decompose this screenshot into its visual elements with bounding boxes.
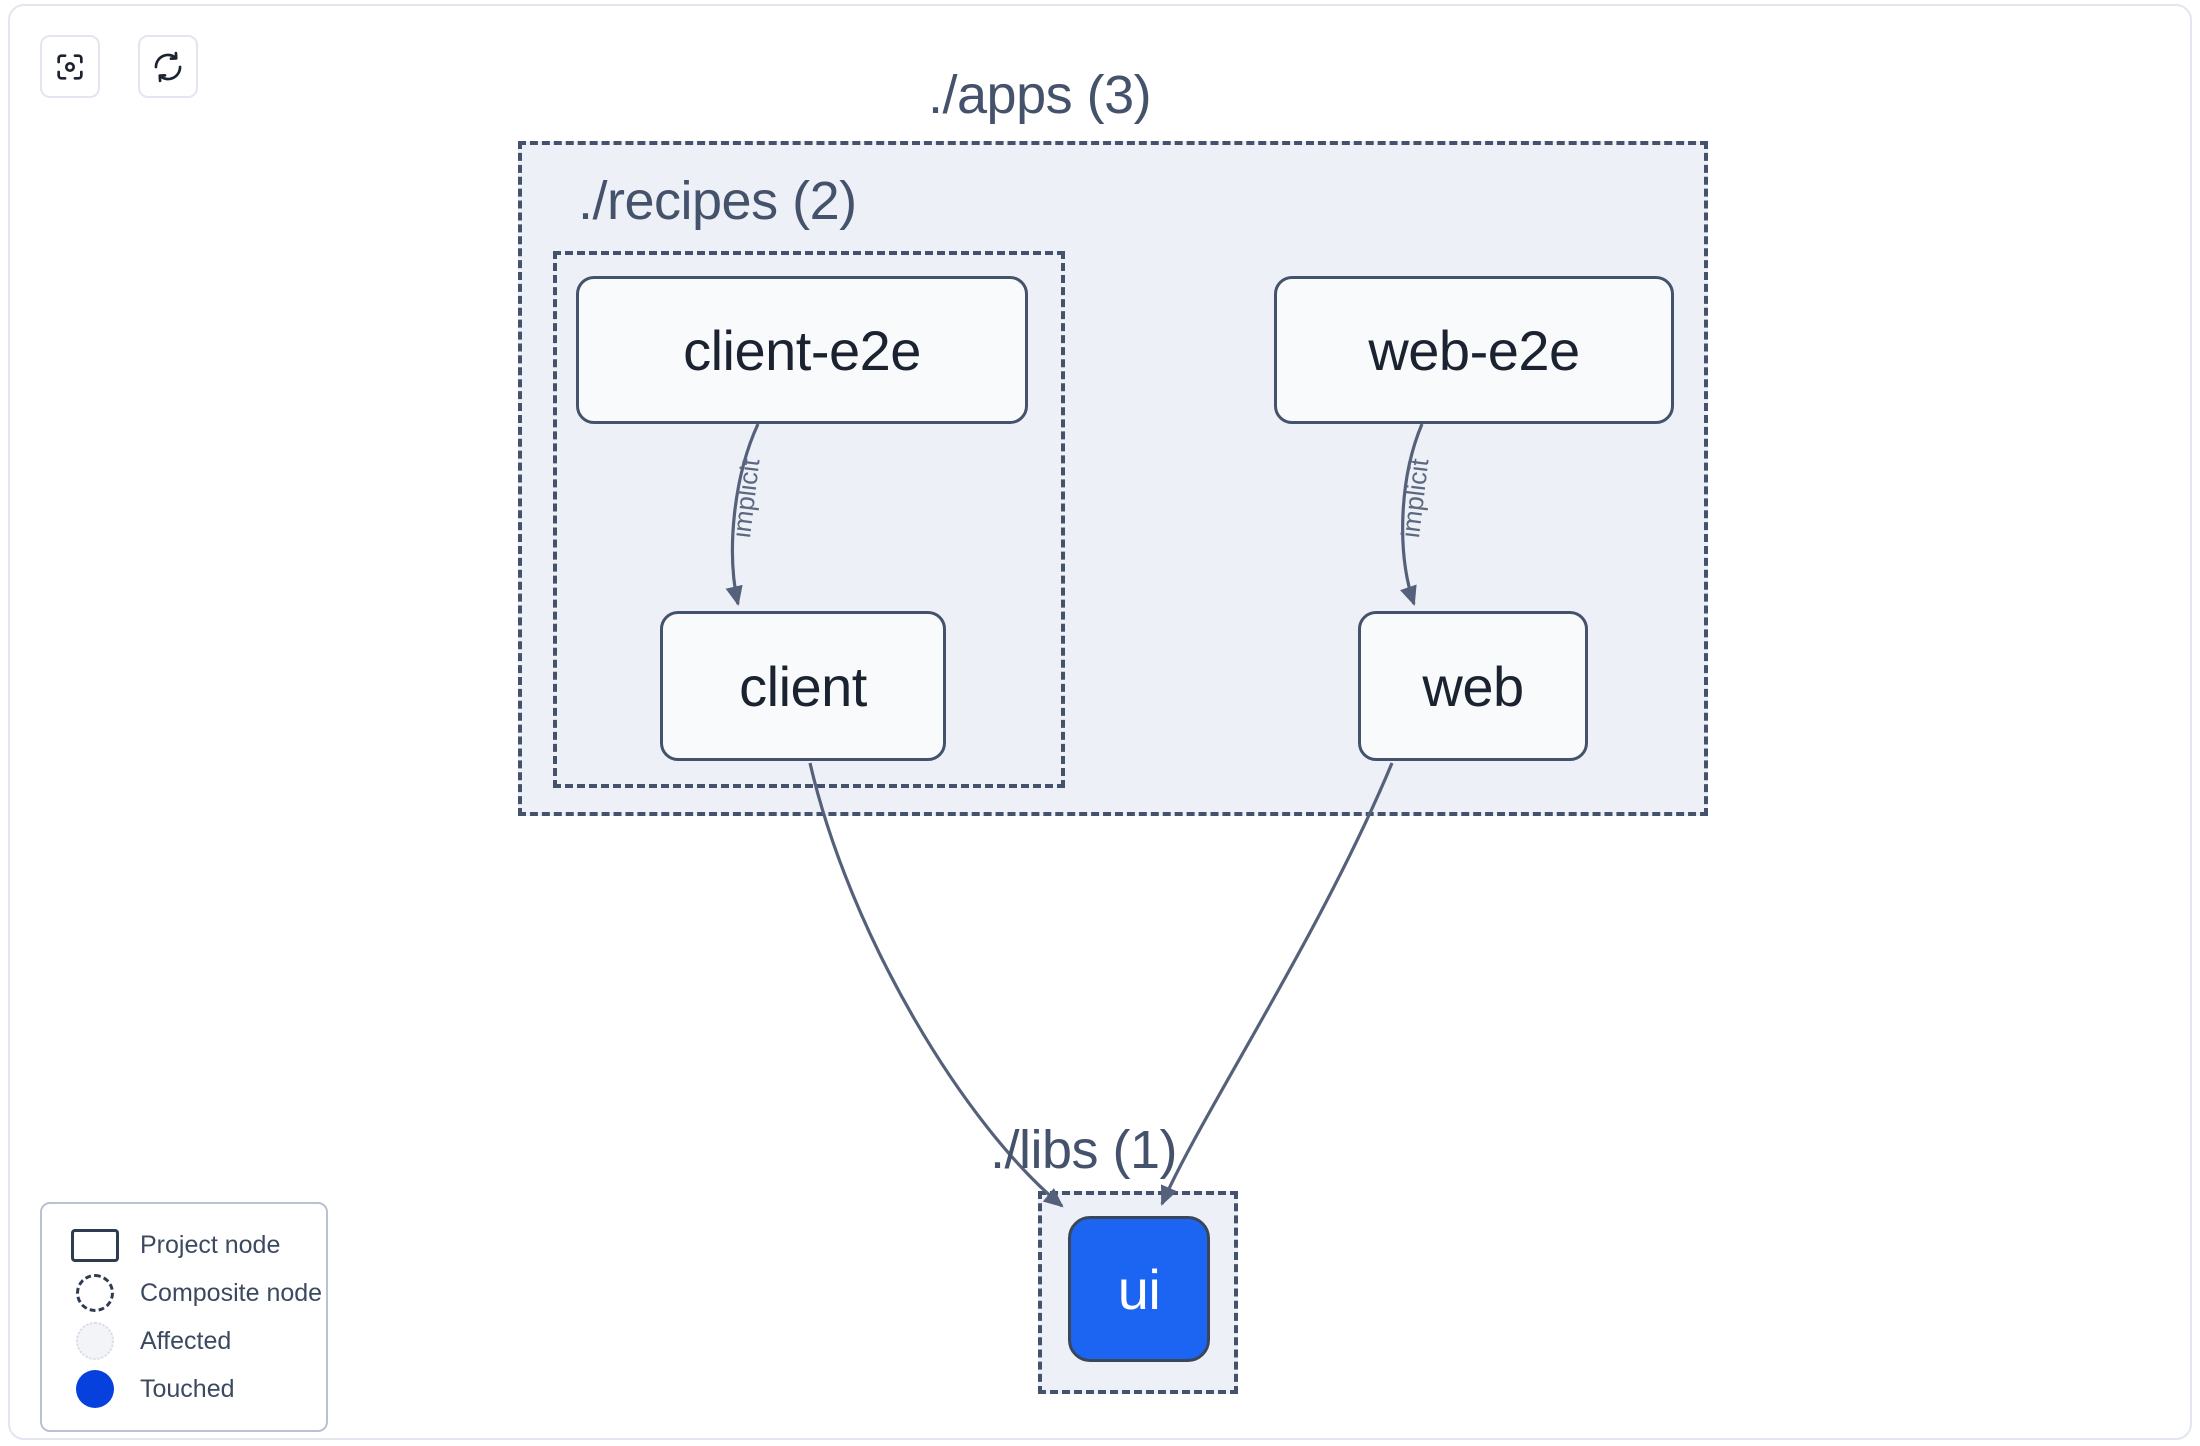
graph-canvas[interactable]: ./apps (3) ./recipes (2) ./libs (1) impl… xyxy=(8,4,2192,1440)
refresh-sync-icon xyxy=(151,50,185,84)
group-label-recipes: ./recipes (2) xyxy=(578,171,857,231)
project-node-swatch xyxy=(66,1228,124,1262)
graph-node-web-e2e[interactable]: web-e2e xyxy=(1274,276,1674,424)
affected-swatch xyxy=(66,1322,124,1360)
legend-label-touched: Touched xyxy=(140,1374,235,1403)
graph-viewport[interactable]: ./apps (3) ./recipes (2) ./libs (1) impl… xyxy=(10,6,2190,1438)
composite-node-swatch xyxy=(66,1274,124,1312)
group-label-libs: ./libs (1) xyxy=(990,1120,1178,1180)
edge-web-to-ui xyxy=(1160,762,1394,1206)
focus-viewfinder-icon xyxy=(53,50,87,84)
graph-toolbar xyxy=(40,35,198,98)
group-label-apps: ./apps (3) xyxy=(928,65,1152,125)
graph-node-web[interactable]: web xyxy=(1358,611,1588,761)
legend-item-affected: Affected xyxy=(42,1317,326,1365)
graph-node-client-e2e[interactable]: client-e2e xyxy=(576,276,1028,424)
legend-label-composite-node: Composite node xyxy=(140,1278,323,1307)
focus-graph-button[interactable] xyxy=(40,35,100,98)
legend-item-touched: Touched xyxy=(42,1365,326,1413)
graph-legend: Project node Composite node Affected Tou… xyxy=(40,1202,328,1432)
graph-node-ui[interactable]: ui xyxy=(1068,1216,1210,1362)
legend-item-composite-node: Composite node xyxy=(42,1269,326,1317)
touched-swatch xyxy=(66,1370,124,1408)
legend-item-project-node: Project node xyxy=(42,1221,326,1269)
refresh-graph-button[interactable] xyxy=(138,35,198,98)
legend-label-project-node: Project node xyxy=(140,1230,281,1259)
graph-node-client[interactable]: client xyxy=(660,611,946,761)
legend-label-affected: Affected xyxy=(140,1326,232,1355)
